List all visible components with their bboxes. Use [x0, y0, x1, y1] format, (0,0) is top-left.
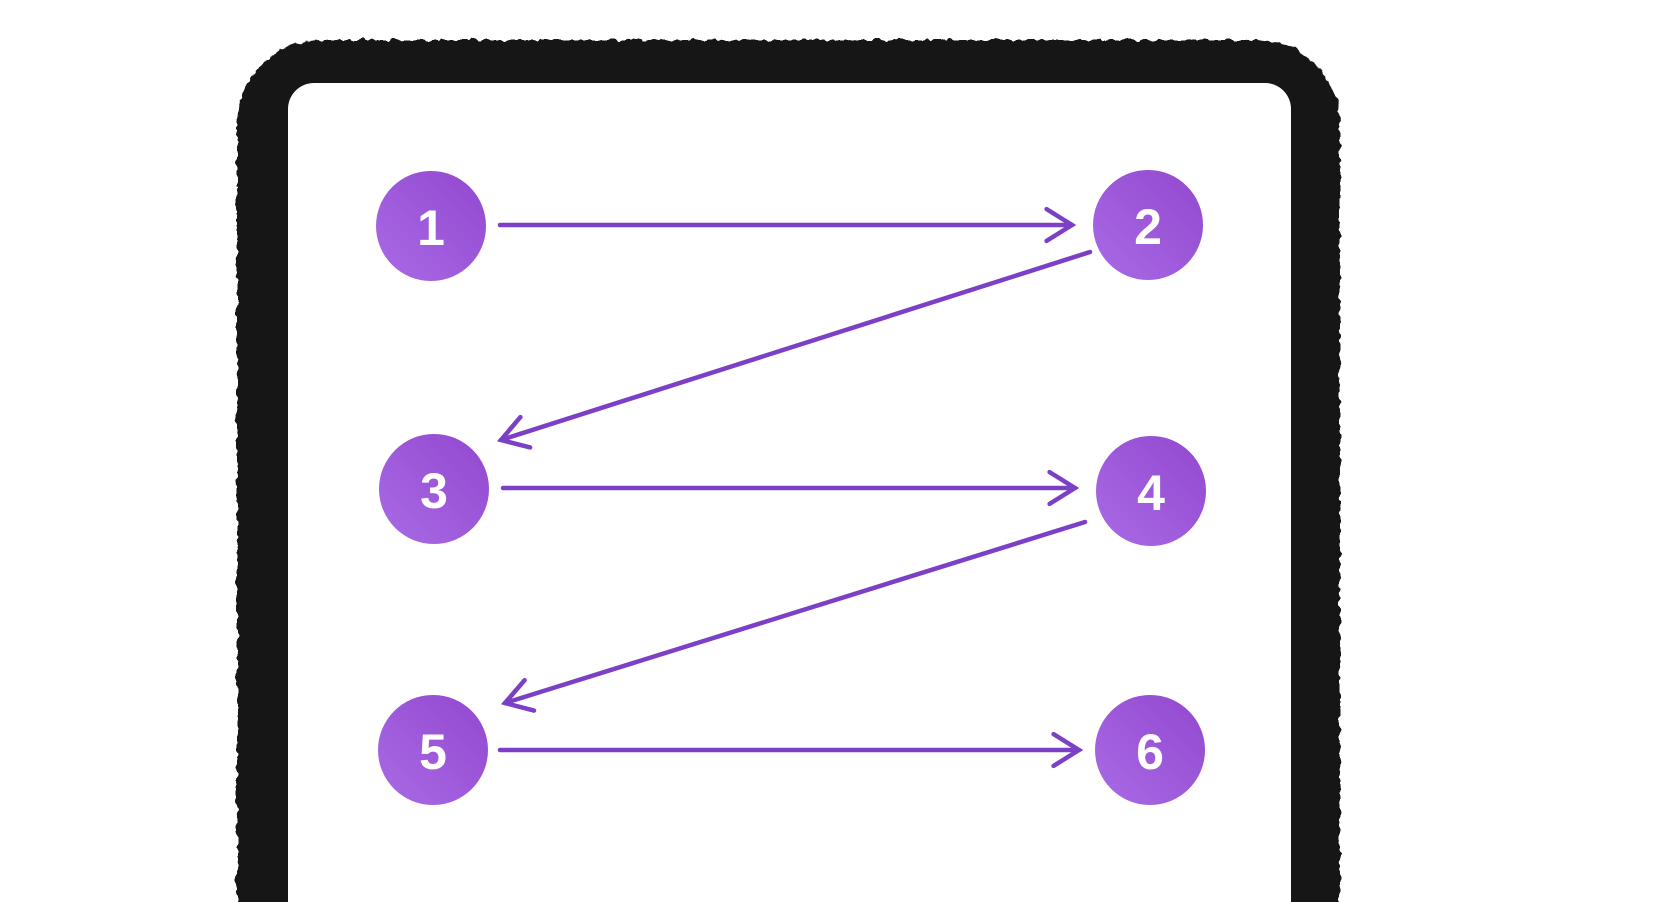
arrow-connectors	[496, 206, 1093, 769]
arrow-1-to-2	[497, 206, 1077, 244]
step-node-3: 3	[379, 434, 489, 544]
arrowhead-icon	[1051, 731, 1084, 769]
arrow-4-to-5	[500, 519, 1088, 713]
step-circle	[378, 695, 488, 805]
card-surface	[288, 83, 1291, 902]
device-frame	[237, 40, 1340, 902]
arrow-5-to-6	[497, 731, 1084, 769]
step-number-label: 2	[1134, 199, 1162, 255]
step-number-label: 1	[417, 200, 445, 256]
arrowhead-icon	[496, 414, 533, 450]
arrowhead-icon	[1044, 206, 1077, 244]
step-node-2: 2	[1093, 170, 1203, 280]
arrowhead-icon	[500, 677, 537, 713]
arrow-3-to-4	[500, 469, 1080, 507]
step-circle	[1093, 170, 1203, 280]
step-number-label: 4	[1137, 465, 1165, 521]
step-number-label: 5	[419, 724, 447, 780]
step-node-1: 1	[376, 171, 486, 281]
step-circle	[376, 171, 486, 281]
arrowhead-icon	[1047, 469, 1080, 507]
step-number-label: 3	[420, 463, 448, 519]
step-circle	[1095, 695, 1205, 805]
step-node-4: 4	[1096, 436, 1206, 546]
step-number-label: 6	[1136, 724, 1164, 780]
step-circle	[1096, 436, 1206, 546]
step-node-5: 5	[378, 695, 488, 805]
step-circle	[379, 434, 489, 544]
step-node-6: 6	[1095, 695, 1205, 805]
step-nodes: 1 2 3 4 5 6	[376, 170, 1206, 805]
arrow-2-to-3	[496, 249, 1093, 450]
